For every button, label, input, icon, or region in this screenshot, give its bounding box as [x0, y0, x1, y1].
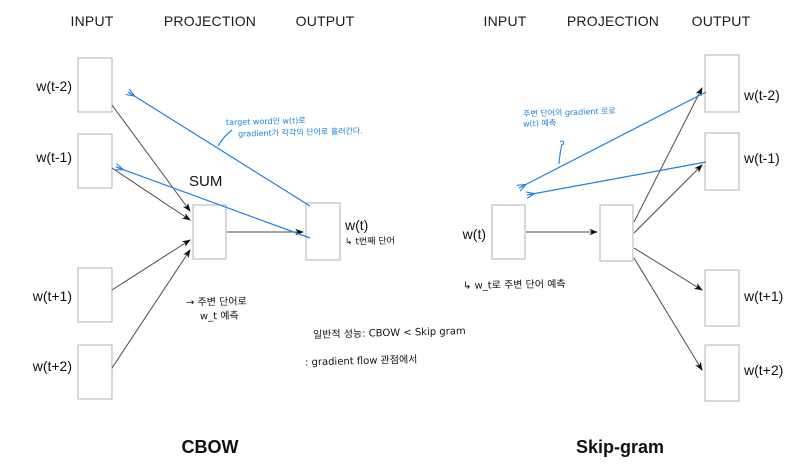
- cbow-forward-arrows: [111, 104, 305, 369]
- skipgram-output-label-w-t-1: w(t-1): [744, 150, 780, 166]
- skipgram-input-box-w-t: [491, 204, 526, 260]
- skipgram-diagram-title: Skip-gram: [575, 437, 665, 457]
- skipgram-header-input: INPUT: [483, 13, 527, 29]
- cbow-sum-label: SUM: [189, 173, 223, 190]
- skipgram-arrow-projection-to-w-t+2: [633, 257, 703, 371]
- skipgram-predict-annotation: ↳ w_t로 주변 단어 예측: [463, 279, 566, 293]
- cbow-input-box-w-t+1: [77, 267, 113, 323]
- skipgram-output-box-w-t-2: [704, 54, 740, 113]
- cbow-arrow-w-t-2-to-projection: [111, 104, 191, 212]
- comparison-annotation-performance-line: 일반적 성능: CBOW < Skip gram: [312, 326, 466, 341]
- skipgram-header-output: OUTPUT: [691, 13, 751, 29]
- cbow-predict-annotation-line-2: w_t 예측: [199, 310, 239, 322]
- skipgram-output-label-w-t-2: w(t-2): [744, 87, 780, 103]
- cbow-boxes: [77, 57, 341, 400]
- cbow-projection-box: [192, 204, 227, 260]
- cbow-input-label-w-t-1: w(t-1): [36, 149, 72, 165]
- skipgram-gradient-arrow-from-w-t-1: [525, 161, 707, 199]
- skipgram-gradient-arrows: [516, 91, 707, 199]
- cbow-gradient-annotation-line-2: gradient가 각각의 단어로 흘러간다.: [237, 126, 363, 139]
- cbow-input-label-w-t+1: w(t+1): [32, 288, 72, 304]
- skipgram-predict-annotation-line-1: ↳ w_t로 주변 단어 예측: [462, 279, 566, 292]
- cbow-input-label-w-t+2: w(t+2): [32, 358, 72, 374]
- skipgram-header-projection: PROJECTION: [566, 13, 660, 29]
- cbow-header-output: OUTPUT: [295, 13, 355, 29]
- comparison-annotation-gradient-flow: : gradient flow 관점에서: [304, 354, 418, 369]
- cbow-predict-annotation: → 주변 단어로 w_t 예측: [186, 296, 247, 323]
- cbow-arrow-w-t+2-to-projection: [111, 249, 191, 369]
- cbow-header-input: INPUT: [70, 13, 114, 29]
- cbow-gradient-arrow-to-w-t-2: [125, 88, 311, 207]
- cbow-gradient-note-leader: [217, 129, 233, 147]
- skipgram-projection-box: [599, 204, 634, 262]
- skipgram-output-label-w-t+2: w(t+2): [744, 362, 784, 378]
- cbow-gradient-arrows: [114, 88, 311, 239]
- skipgram-input-label-w-t: w(t): [462, 226, 486, 242]
- cbow-output-label-w-t: w(t): [345, 217, 369, 233]
- cbow-gradient-annotation: target word인 w(t)로 gradient가 각각의 단어로 흘러간…: [225, 115, 363, 139]
- cbow-gradient-annotation-line-1: target word인 w(t)로: [225, 115, 306, 128]
- cbow-arrow-w-t-1-to-projection: [111, 167, 191, 221]
- cbow-output-box-w-t: [305, 202, 341, 261]
- comparison-annotation-performance: 일반적 성능: CBOW < Skip gram: [312, 326, 466, 341]
- skipgram-gradient-arrow-from-w-t-2: [516, 91, 707, 192]
- comparison-annotation-gradient-flow-line: : gradient flow 관점에서: [304, 354, 418, 369]
- skipgram-output-box-w-t-1: [704, 132, 740, 191]
- skipgram-arrow-projection-to-w-t-2: [633, 87, 703, 223]
- cbow-input-box-w-t+2: [77, 344, 113, 400]
- cbow-arrow-w-t+1-to-projection: [111, 239, 191, 291]
- cbow-diagram-title: CBOW: [181, 437, 239, 457]
- cbow-target-word-annotation: ↳ t번째 단어: [345, 236, 395, 248]
- cbow-predict-annotation-line-1: → 주변 단어로: [185, 296, 247, 309]
- skipgram-boxes: [491, 54, 740, 402]
- skipgram-arrow-projection-to-w-t-1: [633, 164, 703, 234]
- skipgram-output-box-w-t+1: [704, 269, 740, 327]
- cbow-input-box-w-t-2: [77, 57, 113, 113]
- skipgram-arrow-projection-to-w-t+1: [633, 247, 703, 291]
- cbow-input-label-w-t-2: w(t-2): [36, 78, 72, 94]
- skipgram-gradient-annotation-line-2: w(t) 예측: [522, 118, 557, 129]
- skipgram-gradient-note-leader: [558, 143, 563, 165]
- skipgram-gradient-annotation: 주변 단어의 gradient 로로 w(t) 예측: [522, 106, 616, 130]
- cbow-input-box-w-t-1: [77, 133, 113, 189]
- skipgram-output-label-w-t+1: w(t+1): [744, 288, 784, 304]
- cbow-target-word-annotation-line-1: ↳ t번째 단어: [344, 236, 396, 248]
- skipgram-gradient-note-leader-loop: [559, 140, 565, 146]
- skipgram-forward-arrows: [526, 87, 703, 371]
- cbow-gradient-arrow-to-w-t-1: [114, 163, 311, 239]
- skipgram-output-box-w-t+2: [704, 344, 740, 402]
- cbow-header-projection: PROJECTION: [163, 13, 257, 29]
